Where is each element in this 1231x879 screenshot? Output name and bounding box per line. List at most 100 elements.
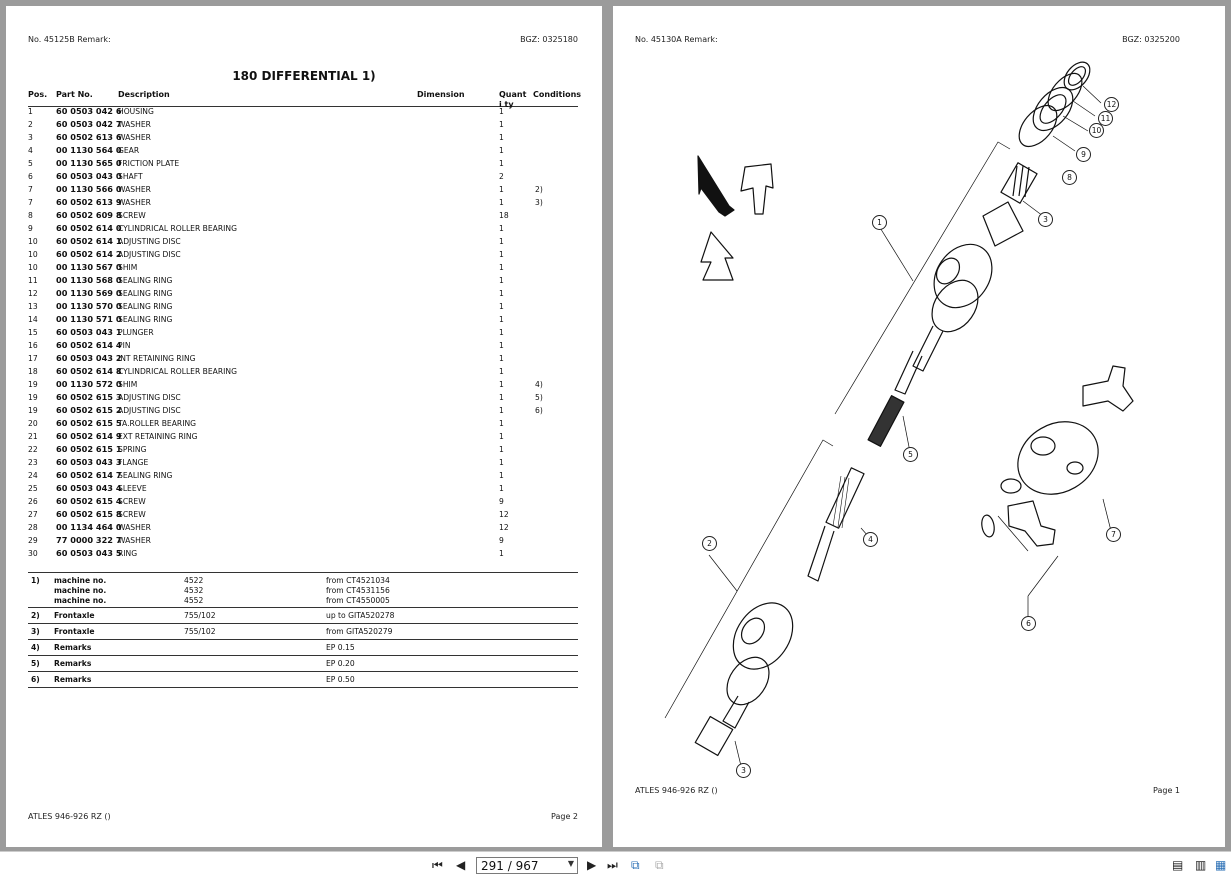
row-quantity: 12 <box>499 510 509 519</box>
row-quantity: 1 <box>499 276 504 285</box>
row-pos: 5 <box>28 159 33 168</box>
row-description: SEALING RING <box>118 289 173 298</box>
row-quantity: 1 <box>499 367 504 376</box>
row-description: FRICTION PLATE <box>118 159 180 168</box>
row-pos: 25 <box>28 484 38 493</box>
row-quantity: 1 <box>499 133 504 142</box>
note-number: 1) <box>31 576 40 585</box>
row-part-no: 60 0502 615 1 <box>56 444 122 454</box>
note-key: machine no. <box>54 586 107 595</box>
col-part-no: Part No. <box>56 90 93 99</box>
continuous-view-button[interactable]: ▥ <box>1195 858 1206 872</box>
row-description: ADJUSTING DISC <box>118 237 181 246</box>
next-page-button[interactable]: ▶ <box>587 858 596 872</box>
row-pos: 20 <box>28 419 38 428</box>
row-quantity: 2 <box>499 172 504 181</box>
right-footer-model: ATLES 946-926 RZ () <box>635 786 718 795</box>
row-description: HOUSING <box>118 107 154 116</box>
row-part-no: 60 0503 043 1 <box>56 327 122 337</box>
row-quantity: 9 <box>499 497 504 506</box>
row-quantity: 1 <box>499 458 504 467</box>
single-page-view-button[interactable]: ▤ <box>1172 858 1183 872</box>
row-part-no: 60 0502 614 9 <box>56 431 122 441</box>
row-pos: 18 <box>28 367 38 376</box>
exploded-drawing <box>664 61 1134 767</box>
direction-arrows <box>697 155 774 281</box>
note-number: 4) <box>31 643 40 652</box>
row-part-no: 60 0502 614 2 <box>56 249 122 259</box>
row-pos: 19 <box>28 406 38 415</box>
chevron-down-icon[interactable]: ▼ <box>567 859 574 868</box>
row-description: WASHER <box>118 133 151 142</box>
row-description: CYLINDRICAL ROLLER BEARING <box>118 224 237 233</box>
row-description: INT RETAINING RING <box>118 354 196 363</box>
note-range: EP 0.50 <box>326 675 355 684</box>
page-number-input[interactable]: 291 / 967 ▼ <box>476 857 578 874</box>
row-pos: 11 <box>28 276 38 285</box>
callout-circle: 7 <box>1106 527 1121 542</box>
row-description: SCREW <box>118 211 146 220</box>
row-quantity: 1 <box>499 263 504 272</box>
callout-circle: 1 <box>872 215 887 230</box>
extract-pages-button[interactable]: ⧉ <box>631 858 640 872</box>
row-quantity: 12 <box>499 523 509 532</box>
right-footer-page: Page 1 <box>1153 786 1180 795</box>
row-description: WASHER <box>118 536 151 545</box>
row-quantity: 1 <box>499 224 504 233</box>
note-value: 4522 <box>184 576 204 585</box>
row-quantity: 1 <box>499 250 504 259</box>
right-header-number: No. 45130A Remark: <box>635 35 718 44</box>
copy-pages-icon: ⧉ <box>631 858 640 872</box>
row-quantity: 1 <box>499 328 504 337</box>
row-part-no: 00 1130 568 0 <box>56 275 122 285</box>
row-description: SHIM <box>118 380 138 389</box>
note-key: machine no. <box>54 596 107 605</box>
first-page-button[interactable]: ⏮ <box>432 858 443 872</box>
row-part-no: 60 0503 043 5 <box>56 548 122 558</box>
row-description: GEAR <box>118 146 140 155</box>
row-part-no: 00 1130 572 0 <box>56 379 122 389</box>
next-page-icon: ▶ <box>587 858 597 872</box>
note-number: 5) <box>31 659 40 668</box>
row-part-no: 00 1130 570 0 <box>56 301 122 311</box>
row-description: SCREW <box>118 510 146 519</box>
previous-page-button[interactable]: ◀ <box>456 858 465 872</box>
callout-circle: 3 <box>1038 212 1053 227</box>
row-quantity: 9 <box>499 536 504 545</box>
row-quantity: 1 <box>499 146 504 155</box>
callout-circle: 2 <box>702 536 717 551</box>
last-page-button[interactable]: ⏭ <box>607 858 618 872</box>
row-part-no: 60 0502 609 8 <box>56 210 122 220</box>
two-page-view-button[interactable]: ▦ <box>1215 858 1226 872</box>
col-pos: Pos. <box>28 90 48 99</box>
row-quantity: 1 <box>499 484 504 493</box>
row-part-no: 60 0503 043 4 <box>56 483 122 493</box>
row-pos: 19 <box>28 393 38 402</box>
row-condition: 2) <box>535 185 543 194</box>
row-part-no: 60 0502 615 4 <box>56 496 122 506</box>
row-quantity: 18 <box>499 211 509 220</box>
insert-pages-button[interactable]: ⧉ <box>655 858 664 872</box>
lower-drive-shaft <box>694 467 865 757</box>
callout-circle: 11 <box>1098 111 1113 126</box>
row-pos: 8 <box>28 211 33 220</box>
row-description: FLANGE <box>118 458 149 467</box>
row-quantity: 1 <box>499 315 504 324</box>
left-header-number: No. 45125B Remark: <box>28 35 111 44</box>
